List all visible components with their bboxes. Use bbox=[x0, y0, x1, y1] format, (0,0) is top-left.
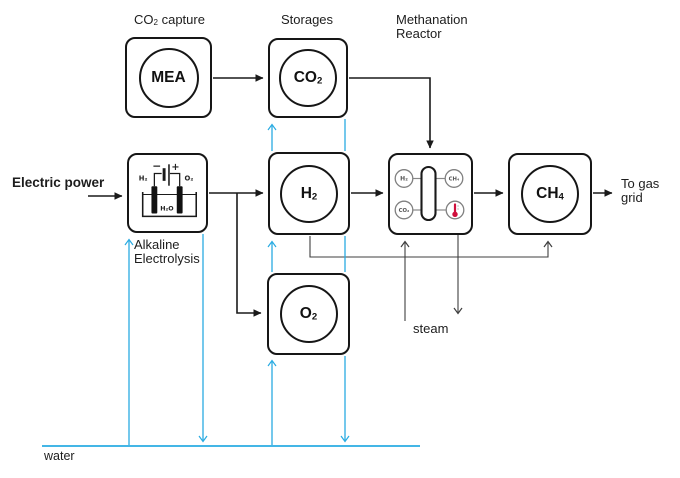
methanation-reactor-label: Methanation Reactor bbox=[396, 13, 468, 41]
h2-storage-label: H2 bbox=[300, 184, 318, 202]
flow-electrolysis-to-o2-storage bbox=[236, 193, 262, 317]
co2-storage-box: CO2 bbox=[268, 38, 348, 118]
reactor-ch4-circle bbox=[444, 169, 464, 188]
cell-wire-right bbox=[169, 172, 180, 186]
reactor-connectors bbox=[412, 177, 447, 211]
water-lines bbox=[42, 119, 420, 447]
methanation-line2: Reactor bbox=[396, 26, 442, 41]
co2-capture-text: CO2 capture bbox=[134, 12, 205, 28]
cell-wire-left bbox=[153, 172, 162, 186]
main-flow-arrows bbox=[88, 74, 613, 317]
steam-text: steam bbox=[413, 321, 449, 336]
mea-capture-box: MEA bbox=[125, 37, 212, 118]
ch4-storage-circle: CH4 bbox=[521, 165, 579, 223]
electrolysis-cell-icon: H₂ O₂ − + H₂O bbox=[138, 159, 197, 217]
reactor-co2-circle bbox=[394, 200, 414, 220]
co2-capture-label: CO2 capture bbox=[134, 13, 205, 27]
to-gas-line1: To gas bbox=[621, 176, 660, 191]
o2-storage-circle: O2 bbox=[279, 285, 338, 343]
flow-h2-storage-to-ch4-storage bbox=[309, 236, 553, 258]
cell-electrode-left bbox=[150, 185, 157, 213]
reactor-column bbox=[420, 165, 437, 222]
electric-power-label: Electric power bbox=[12, 176, 104, 190]
cell-o2-label: O₂ bbox=[184, 174, 193, 182]
cell-plus-sign: + bbox=[171, 162, 179, 173]
co2-storage-label: CO2 bbox=[293, 69, 323, 87]
to-gas-line2: grid bbox=[621, 190, 643, 205]
o2-storage-label: O2 bbox=[299, 305, 318, 323]
ch4-storage-label: CH4 bbox=[536, 185, 564, 203]
storages-text: Storages bbox=[281, 12, 334, 27]
alkaline-electrolysis-label: Alkaline Electrolysis bbox=[134, 238, 200, 266]
cell-electrode-right bbox=[176, 185, 183, 213]
cell-h2o-label: H₂O bbox=[160, 205, 174, 212]
electrolysis-box: H₂ O₂ − + H₂O bbox=[127, 153, 208, 233]
mea-circle: MEA bbox=[138, 47, 199, 108]
reactor-ch4-label: CH₄ bbox=[449, 177, 460, 183]
alkaline-line2: Electrolysis bbox=[134, 251, 200, 266]
mea-label: MEA bbox=[151, 68, 186, 86]
h2-storage-circle: H2 bbox=[280, 164, 338, 223]
electric-power-text: Electric power bbox=[12, 175, 105, 190]
flow-co2-storage-to-reactor bbox=[349, 77, 434, 149]
reactor-h2-circle bbox=[394, 169, 414, 188]
reactor-h2-label: H₂ bbox=[400, 176, 408, 183]
steam-label: steam bbox=[413, 322, 448, 336]
co2-storage-circle: CO2 bbox=[279, 49, 337, 107]
storages-label: Storages bbox=[281, 13, 333, 27]
cell-tub bbox=[141, 191, 197, 217]
reactor-co2-label: CO₂ bbox=[399, 208, 410, 214]
o2-storage-box: O2 bbox=[267, 273, 350, 355]
cell-minus-sign: − bbox=[152, 159, 161, 172]
methanation-reactor-icon: H₂ CH₄ CO₂ bbox=[394, 165, 465, 222]
water-label: water bbox=[44, 449, 75, 463]
ch4-storage-box: CH4 bbox=[508, 153, 592, 235]
methanation-reactor-box: H₂ CH₄ CO₂ bbox=[388, 153, 473, 235]
methanation-line1: Methanation bbox=[396, 12, 468, 27]
to-gas-grid-label: To gas grid bbox=[621, 177, 659, 205]
h2-storage-box: H2 bbox=[268, 152, 350, 235]
cell-h2-label: H₂ bbox=[138, 174, 147, 182]
secondary-lines bbox=[309, 234, 553, 321]
alkaline-line1: Alkaline bbox=[134, 237, 180, 252]
thermometer-icon bbox=[452, 203, 459, 217]
water-text: water bbox=[44, 449, 75, 463]
